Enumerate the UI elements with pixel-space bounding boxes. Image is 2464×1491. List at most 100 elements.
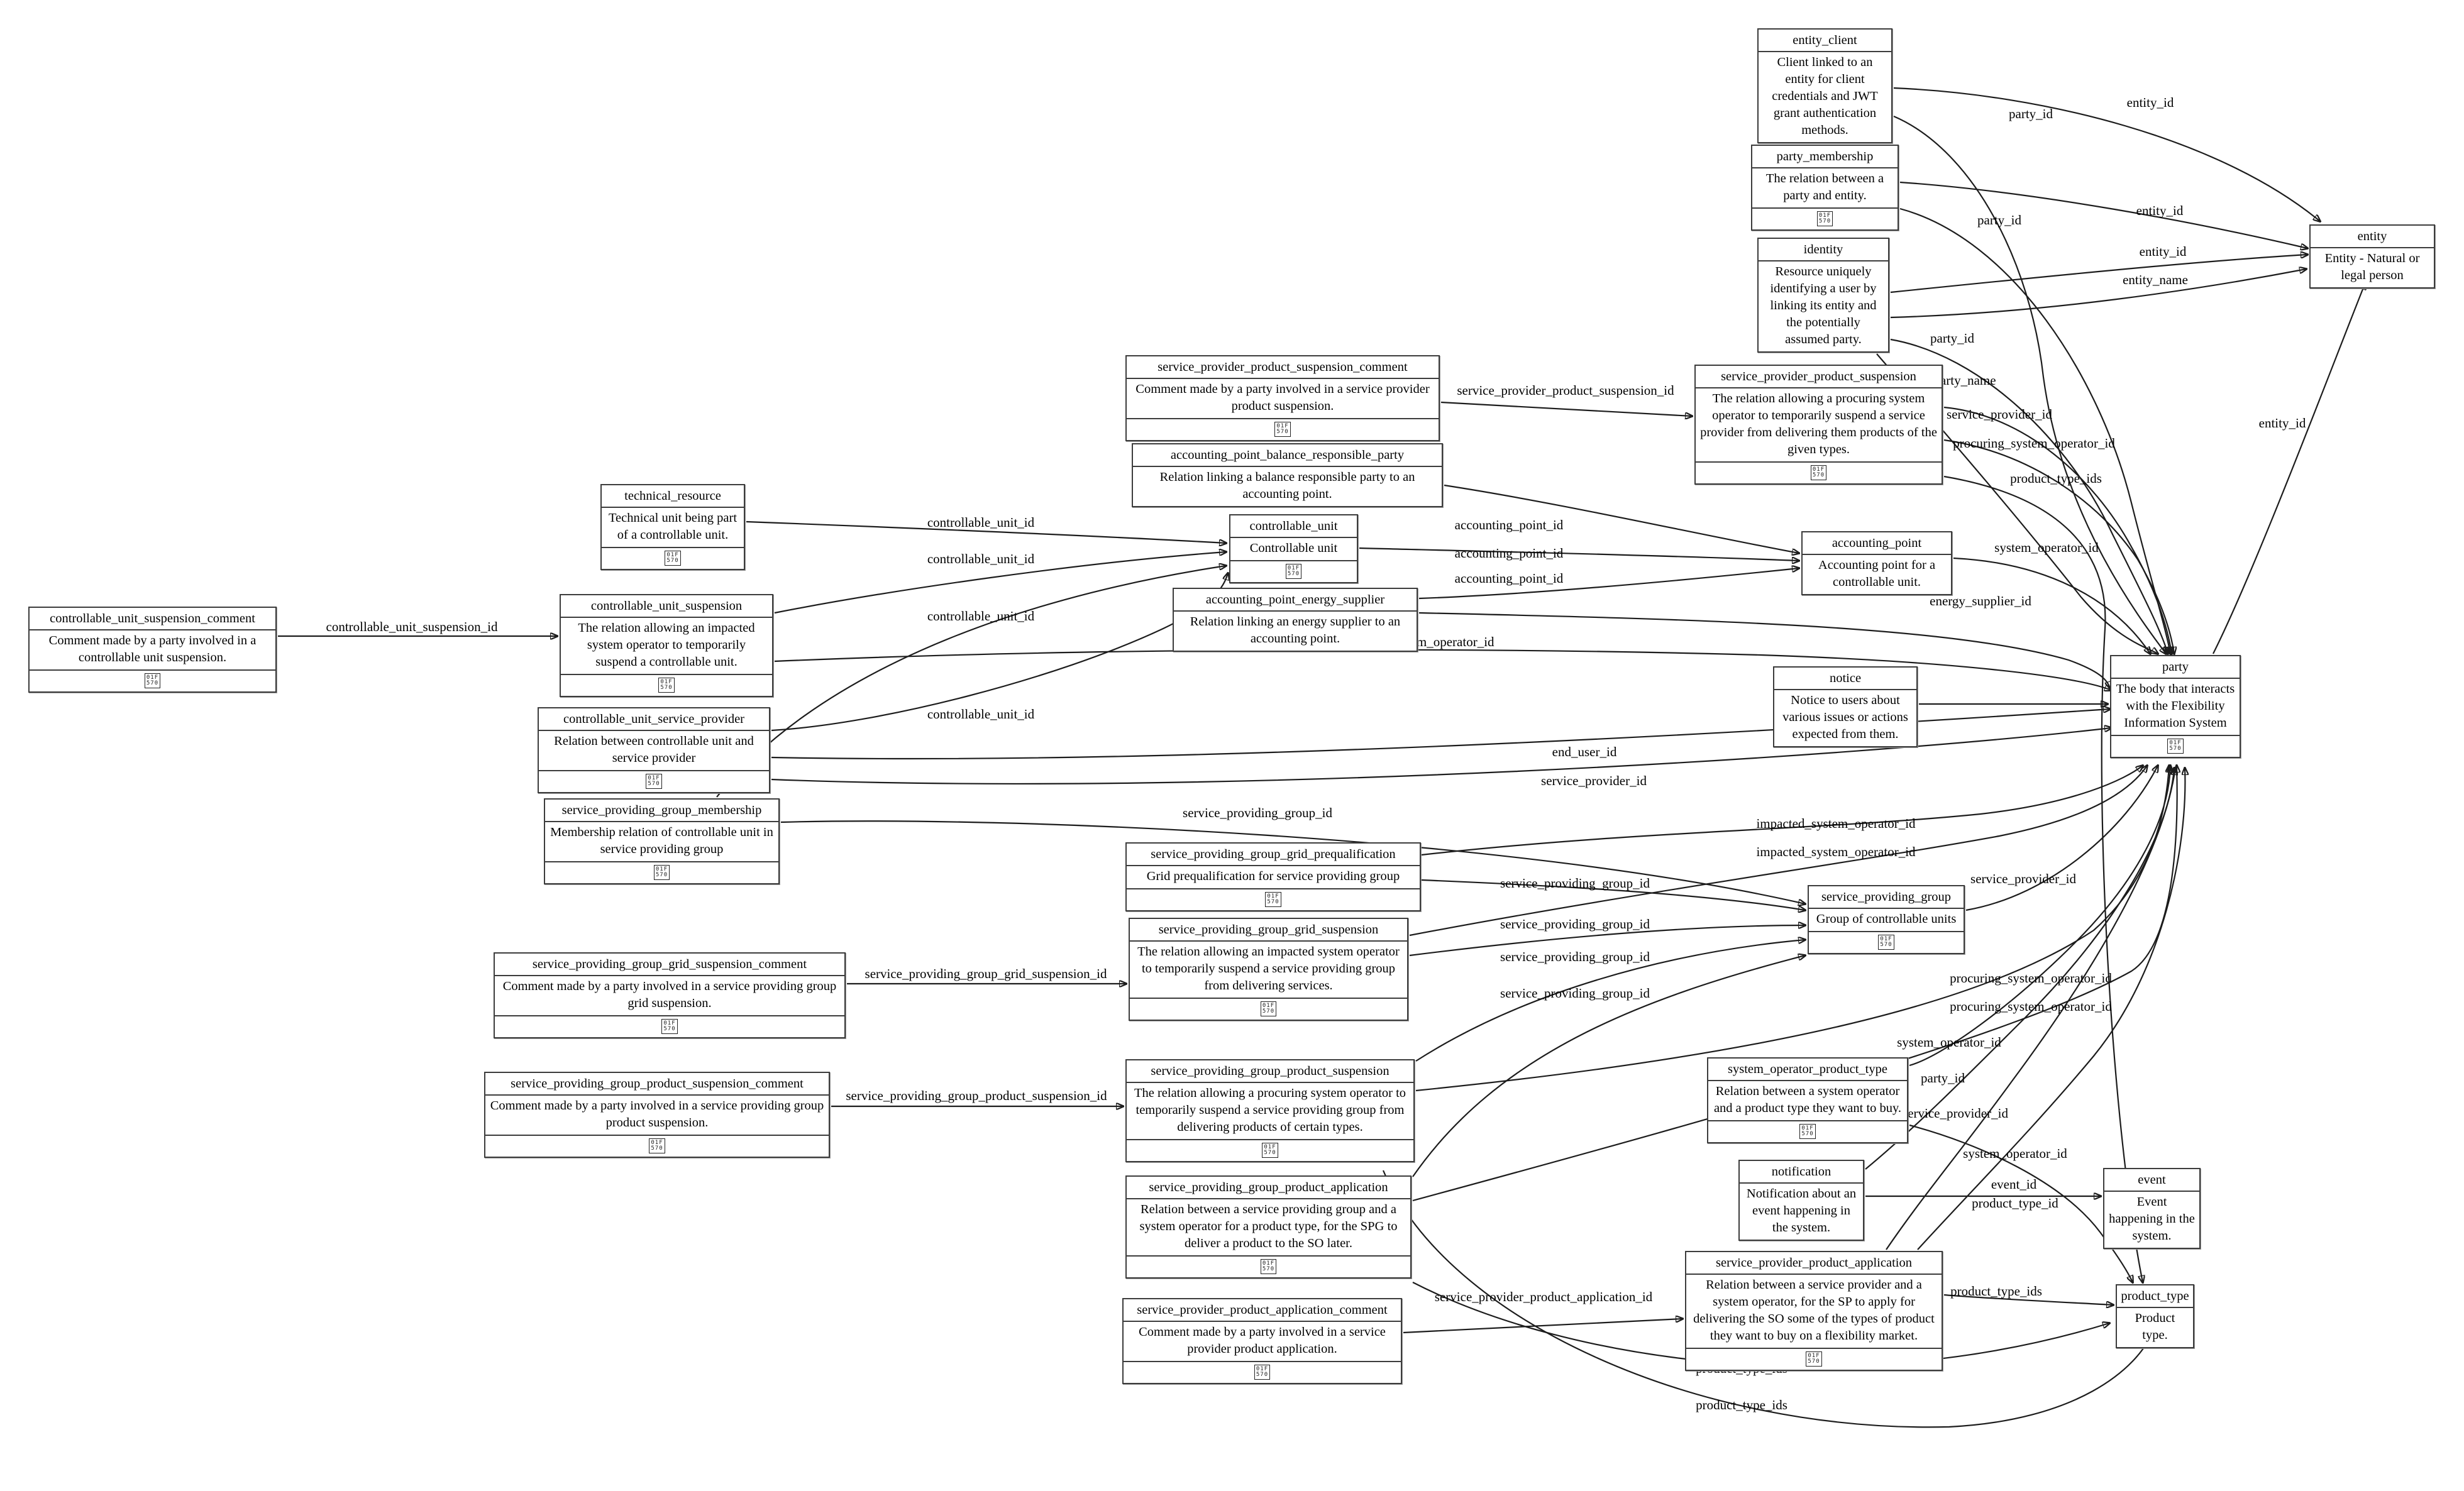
node-title: accounting_point_energy_supplier xyxy=(1205,593,1385,607)
node-title: entity_client xyxy=(1793,33,1857,47)
node-title: controllable_unit xyxy=(1249,519,1338,533)
edge-label-entity_id: entity_id xyxy=(2127,95,2174,110)
node-description: Group of controllable units xyxy=(1809,908,1964,931)
node-description: Comment made by a party involved in a se… xyxy=(485,1094,829,1135)
node-title: notice xyxy=(1829,671,1862,685)
edge-label-party_id: party_id xyxy=(1921,1070,1965,1086)
edge-label-procuring_system_operator_id: procuring_system_operator_id xyxy=(1950,971,2112,986)
edge-entity_id xyxy=(2213,283,2365,654)
node-title: controllable_unit_suspension_comment xyxy=(50,612,255,625)
node-description: Relation between a system operator and a… xyxy=(1708,1080,1907,1120)
edge-label-service_providing_group_grid_suspension_id: service_providing_group_grid_suspension_… xyxy=(865,966,1107,981)
edge-label-system_operator_id: system_operator_id xyxy=(1897,1035,2001,1050)
node-title: notification xyxy=(1771,1165,1831,1179)
edge-label-service_providing_group_id: service_providing_group_id xyxy=(1500,986,1650,1001)
node-description: Notification about an event happening in… xyxy=(1740,1182,1863,1240)
node-service_provider_product_application_comment: service_provider_product_application_com… xyxy=(1122,1298,1402,1384)
node-description: Comment made by a party involved in a se… xyxy=(1127,378,1439,418)
edge-service_provider_id xyxy=(1965,766,2158,911)
node-description: Grid prequalification for service provid… xyxy=(1127,865,1420,888)
node-title: service_providing_group_product_applicat… xyxy=(1149,1180,1388,1194)
node-title: service_providing_group_membership xyxy=(561,803,762,817)
node-description: The relation allowing a procuring system… xyxy=(1127,1082,1413,1139)
edge-service_provider_product_suspension_id xyxy=(1440,401,1692,416)
node-description: Controllable unit xyxy=(1230,537,1357,560)
node-accounting_point_balance_responsible_party: accounting_point_balance_responsible_par… xyxy=(1132,443,1443,507)
edge-impacted_system_operator_id xyxy=(1421,766,2143,856)
edge-accounting_point_id xyxy=(1444,484,1799,553)
node-title: service_provider_product_suspension xyxy=(1721,370,1916,383)
node-description: The relation allowing an impacted system… xyxy=(561,617,772,674)
edge-label-product_type_ids: product_type_ids xyxy=(1950,1284,2042,1299)
edge-label-procuring_system_operator_id: procuring_system_operator_id xyxy=(1950,999,2112,1014)
node-description: Entity - Natural or legal person xyxy=(2311,247,2434,287)
edge-accounting_point_id xyxy=(1418,568,1799,600)
edge-label-party_id: party_id xyxy=(2009,106,2053,121)
edge-party_id xyxy=(1890,338,2168,654)
edge-energy_supplier_id xyxy=(1418,612,2110,688)
edge-label-system_operator_id: system_operator_id xyxy=(1994,540,2099,555)
edge-label-accounting_point_id: accounting_point_id xyxy=(1455,517,1564,532)
node-description: Relation linking an energy supplier to a… xyxy=(1174,610,1417,651)
node-title: accounting_point xyxy=(1831,536,1922,550)
edge-product_type_ids xyxy=(1382,1170,2153,1428)
edge-product_type_id xyxy=(1909,1124,2133,1282)
edge-product_type_ids xyxy=(1943,475,2143,1282)
edge-label-party_name: party_name xyxy=(1933,373,1996,388)
edge-end_user_id xyxy=(771,709,2110,760)
edge-label-energy_supplier_id: energy_supplier_id xyxy=(1930,593,2031,608)
node-service_providing_group_product_suspension_comment: service_providing_group_product_suspensi… xyxy=(484,1072,830,1158)
node-description: Comment made by a party involved in a co… xyxy=(30,629,275,669)
edge-label-service_providing_group_id: service_providing_group_id xyxy=(1500,876,1650,891)
node-description: The relation between a party and entity. xyxy=(1752,167,1898,207)
node-title: service_providing_group_grid_suspension xyxy=(1158,923,1379,937)
edge-label-party_id: party_id xyxy=(1977,212,2021,228)
edge-service_providing_group_id xyxy=(1412,955,1805,1177)
edge-label-service_providing_group_id: service_providing_group_id xyxy=(1500,916,1650,932)
edge-procuring_system_operator_id xyxy=(1412,766,2177,1202)
edge-label-controllable_unit_id: controllable_unit_id xyxy=(927,608,1035,624)
node-description: Membership relation of controllable unit… xyxy=(545,821,778,861)
node-service_providing_group_grid_prequalification: service_providing_group_grid_prequalific… xyxy=(1125,842,1421,911)
edge-label-accounting_point_id: accounting_point_id xyxy=(1455,546,1564,561)
node-title: service_providing_group_product_suspensi… xyxy=(1151,1064,1389,1078)
edge-label-service_provider_product_suspension_id: service_provider_product_suspension_id xyxy=(1457,383,1674,398)
node-title: technical_resource xyxy=(624,489,721,503)
edge-entity_name xyxy=(1890,269,2306,319)
edge-label-service_provider_id: service_provider_id xyxy=(1903,1106,2008,1121)
node-title: service_providing_group_grid_suspension_… xyxy=(532,957,807,971)
node-title: service_provider_product_suspension_comm… xyxy=(1157,360,1408,374)
node-title: accounting_point_balance_responsible_par… xyxy=(1170,448,1405,462)
node-description: The body that interacts with the Flexibi… xyxy=(2111,678,2240,735)
edge-service_providing_group_id xyxy=(780,820,1805,904)
edge-controllable_unit_id xyxy=(716,566,1226,798)
